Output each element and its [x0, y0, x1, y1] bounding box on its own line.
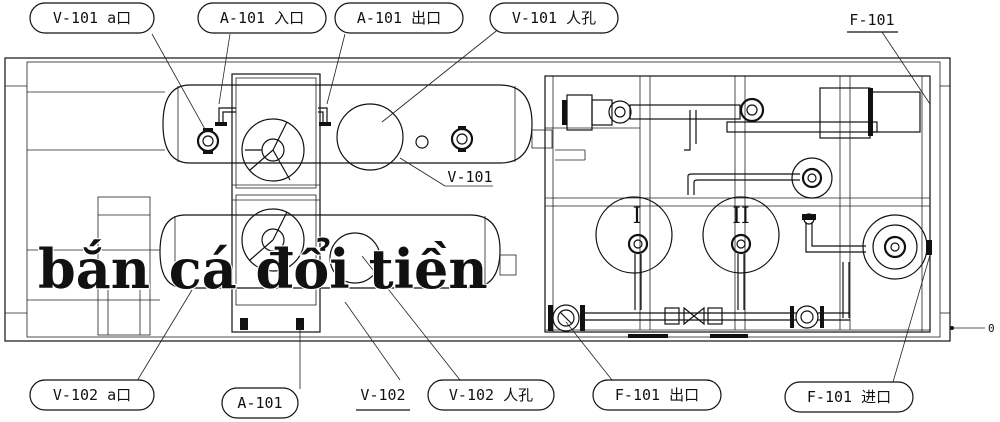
callout-v101-manhole: V-101 人孔 [489, 2, 619, 34]
edge-mark-label: 0 [988, 322, 995, 335]
callout-f101-inlet: F-101 进口 [784, 381, 914, 413]
vessel-v101 [162, 84, 553, 171]
callout-a101: A-101 [221, 387, 299, 419]
callout-a101-outlet: A-101 出口 [334, 2, 464, 34]
watermark-text: bắn cá đổi tiền [38, 237, 488, 301]
filter-skid-f101: I II [544, 75, 932, 338]
callout-f101: F-101 [847, 11, 898, 33]
filter-vessel-ii-label: II [732, 204, 749, 229]
callout-v102-manhole: V-102 人孔 [427, 379, 555, 411]
outlet-edge-mark: 0 [950, 322, 995, 335]
filter-vessel-i-label: I [633, 204, 642, 229]
callout-v102-manhole-text: V-102 人孔 [449, 386, 533, 404]
callout-v102-a-port-text: V-102 a口 [53, 386, 131, 404]
callout-f101-outlet-text: F-101 出口 [615, 386, 699, 404]
callout-v101: V-101 [447, 168, 492, 186]
leader-lines [136, 27, 931, 389]
callout-v102: V-102 [356, 386, 410, 411]
vessel-v102 [97, 196, 517, 336]
callout-f101-inlet-text: F-101 进口 [807, 388, 891, 406]
skid-frame [4, 57, 951, 342]
callout-v102-a-port: V-102 a口 [29, 379, 155, 411]
callout-a101-inlet: A-101 入口 [197, 2, 327, 34]
callout-f101-outlet: F-101 出口 [592, 379, 722, 411]
callout-v101-text: V-101 [447, 168, 492, 186]
callout-v101-manhole-text: V-101 人孔 [512, 9, 596, 27]
callout-v101-a-port: V-101 a口 [29, 2, 155, 34]
agitator-a101 [231, 73, 321, 333]
callout-a101-outlet-text: A-101 出口 [357, 9, 441, 27]
callout-v102-text: V-102 [360, 386, 405, 404]
callout-v101-a-port-text: V-101 a口 [53, 9, 131, 27]
callout-a101-text: A-101 [237, 394, 282, 412]
callout-a101-inlet-text: A-101 入口 [220, 9, 304, 27]
callout-f101-text: F-101 [849, 11, 894, 29]
